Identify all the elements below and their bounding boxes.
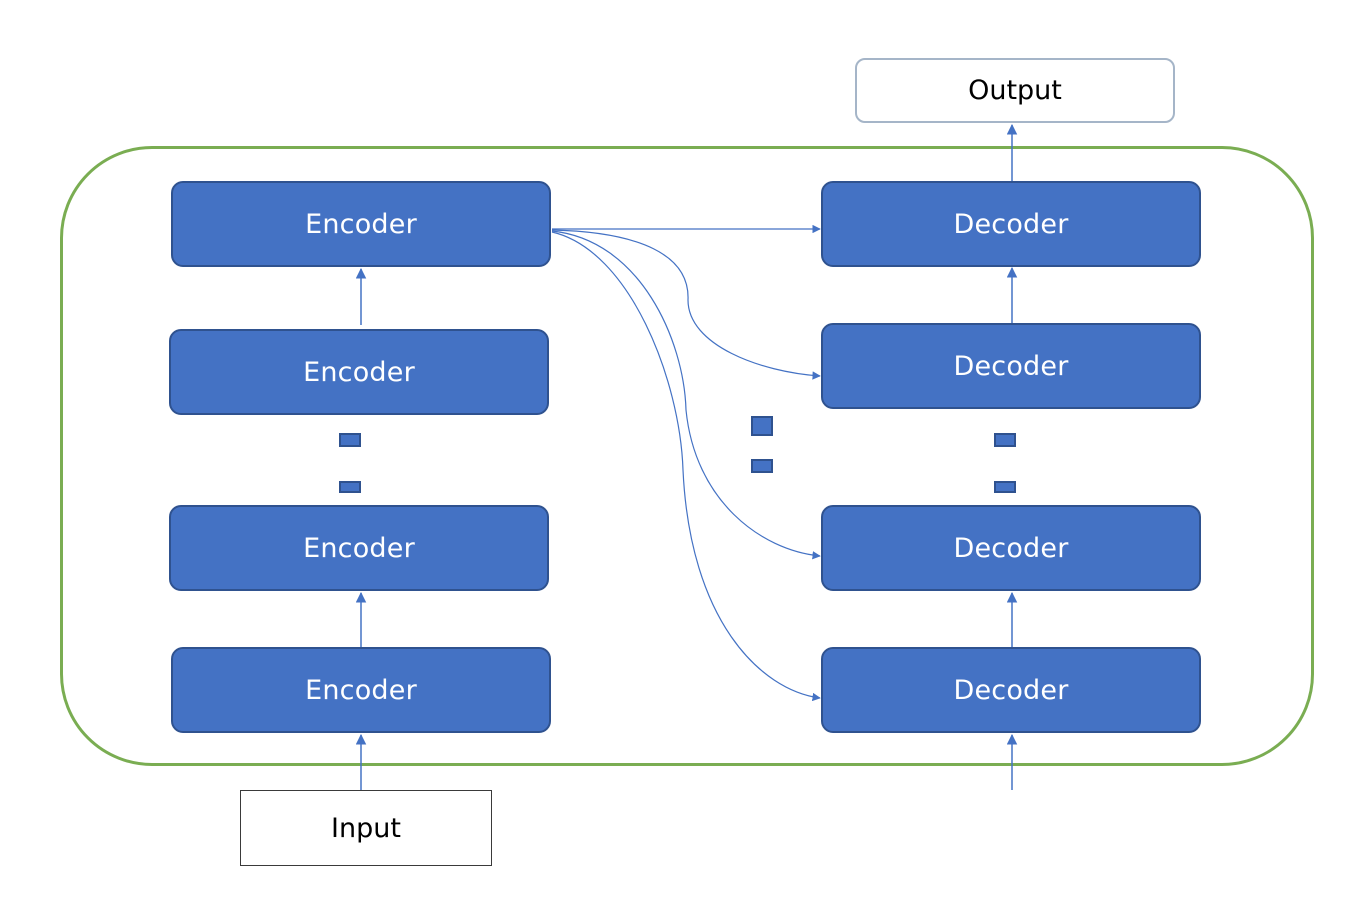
output-box: Output: [855, 58, 1175, 123]
encoder-label: Encoder: [305, 208, 417, 240]
output-label: Output: [968, 75, 1062, 106]
decoder-block-bottom: Decoder: [821, 647, 1201, 733]
encoder-to-decoder-3-arrow: [551, 230, 821, 560]
model-container: [60, 146, 1314, 766]
encoder-to-decoder-4-arrow: [551, 231, 821, 702]
input-label: Input: [331, 812, 401, 844]
encoder-block-bottom: Encoder: [171, 647, 551, 733]
decoder-ellipsis-dot-upper: [994, 433, 1016, 447]
encoder-to-decoder-2-arrow: [551, 229, 821, 380]
encoder-ellipsis-dot-upper: [339, 433, 361, 447]
encoder-label: Encoder: [303, 356, 415, 388]
encoder-block-upper-middle: Encoder: [169, 329, 549, 415]
decoder-block-upper-middle: Decoder: [821, 323, 1201, 409]
encoder-block-top: Encoder: [171, 181, 551, 267]
input-box: Input: [240, 790, 492, 866]
cross-attention-ellipsis-dot-upper: [751, 416, 773, 436]
encoder-block-lower-middle: Encoder: [169, 505, 549, 591]
decoder-block-lower-middle: Decoder: [821, 505, 1201, 591]
decoder-label: Decoder: [953, 350, 1069, 382]
cross-attention-ellipsis-dot-lower: [751, 459, 773, 473]
decoder-block-top: Decoder: [821, 181, 1201, 267]
encoder-ellipsis-dot-lower: [339, 481, 361, 493]
encoder-label: Encoder: [303, 532, 415, 564]
decoder-label: Decoder: [953, 532, 1069, 564]
decoder-label: Decoder: [953, 208, 1069, 240]
decoder-ellipsis-dot-lower: [994, 481, 1016, 493]
encoder-label: Encoder: [305, 674, 417, 706]
decoder-label: Decoder: [953, 674, 1069, 706]
